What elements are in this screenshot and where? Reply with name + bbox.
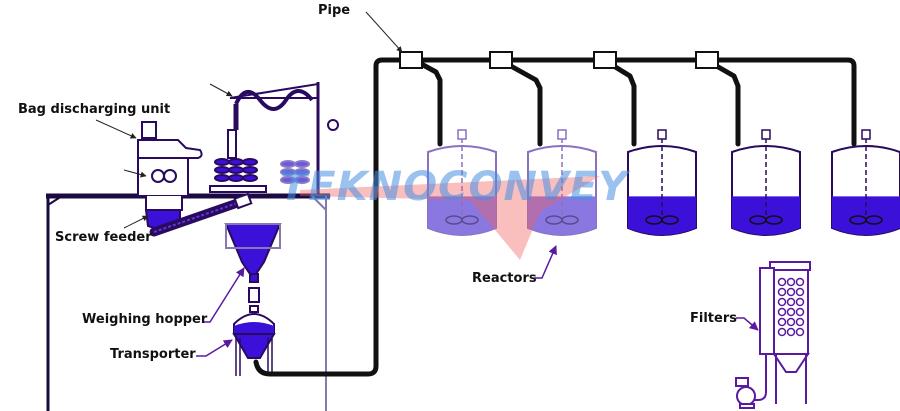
valve-3 xyxy=(593,51,617,69)
filter-unit xyxy=(735,261,811,409)
filter-cartridge xyxy=(786,307,796,317)
agitator-motor xyxy=(657,129,667,140)
reactor-3 xyxy=(627,129,697,236)
labels: Pipe Bag discharging unit Screw feeder W… xyxy=(18,3,759,362)
screw-feeder xyxy=(149,192,253,237)
agitator-blade xyxy=(661,215,679,225)
filter-cartridge xyxy=(795,277,805,287)
agitator-motor xyxy=(761,129,771,140)
label-bag-discharging-unit: Bag discharging unit xyxy=(18,102,170,117)
agitator-motor xyxy=(861,129,871,140)
agitator-motor xyxy=(457,129,467,140)
label-pipe: Pipe xyxy=(318,3,350,18)
label-screw-feeder: Screw feeder xyxy=(55,230,152,245)
filter-cartridge xyxy=(777,317,787,327)
filter-cartridge xyxy=(795,317,805,327)
valve-4 xyxy=(695,51,719,69)
filter-cartridge xyxy=(795,287,805,297)
platform xyxy=(46,193,330,411)
bag-lifting-frame xyxy=(209,82,339,196)
agitator-blade xyxy=(461,215,479,225)
reactor-4 xyxy=(731,129,801,236)
watermark-text: TEKNOCONVEY xyxy=(280,164,631,210)
label-reactors: Reactors xyxy=(472,271,537,286)
reactor-material xyxy=(528,196,596,235)
filter-cartridge xyxy=(777,287,787,297)
reactor-material xyxy=(428,196,496,235)
bag-discharging-unit xyxy=(137,121,203,230)
reactor-2 xyxy=(527,129,597,236)
filter-cartridge xyxy=(777,277,787,287)
agitator-blade xyxy=(765,215,783,225)
filter-cartridge xyxy=(795,307,805,317)
agitator-motor xyxy=(557,129,567,140)
filter-cartridge xyxy=(777,327,787,337)
label-transporter: Transporter xyxy=(110,347,196,362)
reactor-1 xyxy=(427,129,497,236)
transporter xyxy=(232,305,276,376)
weighing-hopper xyxy=(224,223,282,303)
reactor-material xyxy=(832,196,900,235)
reactors xyxy=(427,129,900,236)
filter-cartridge xyxy=(786,297,796,307)
filter-cartridge xyxy=(786,277,796,287)
reactor-material xyxy=(732,196,800,235)
filter-cartridge xyxy=(777,307,787,317)
valve-1 xyxy=(399,51,423,69)
filter-cartridge xyxy=(786,317,796,327)
filter-cartridge xyxy=(786,327,796,337)
agitator-blade xyxy=(561,215,579,225)
pipe-valves xyxy=(399,51,719,69)
filter-cartridge xyxy=(795,327,805,337)
filter-cartridge xyxy=(795,297,805,307)
reactor-material xyxy=(628,196,696,235)
filter-cartridge xyxy=(786,287,796,297)
agitator-blade xyxy=(865,215,883,225)
label-weighing-hopper: Weighing hopper xyxy=(82,312,208,327)
watermark: TEKNOCONVEY xyxy=(280,164,631,260)
reactor-5 xyxy=(831,129,900,236)
filter-cartridge xyxy=(777,297,787,307)
label-filters: Filters xyxy=(690,311,737,326)
valve-2 xyxy=(489,51,513,69)
